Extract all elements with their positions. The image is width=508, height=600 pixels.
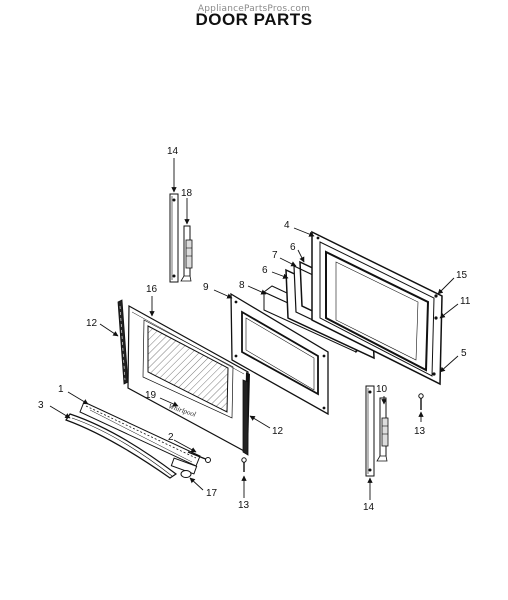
callout-15: 15 — [456, 270, 468, 281]
hinge-receiver-right — [365, 385, 375, 477]
callout-12-left: 12 — [86, 318, 98, 329]
page-title: DOOR PARTS — [195, 10, 313, 29]
callout-labels: 14 18 16 12 1 3 19 2 17 12 13 9 8 6 7 6 … — [38, 146, 471, 513]
handle-base-part-1 — [79, 401, 201, 467]
inner-door-liner-4 — [311, 230, 443, 386]
watermark-text: AppliancePartsPros.com — [197, 4, 311, 14]
callout-5: 5 — [461, 348, 467, 359]
handle-part-3 — [65, 413, 178, 479]
callout-8: 8 — [239, 280, 245, 291]
callout-2: 2 — [168, 432, 174, 443]
screw-13-left — [241, 457, 247, 472]
callout-10: 10 — [376, 384, 388, 395]
callout-14-bottom: 14 — [363, 502, 375, 513]
screw-13-right — [418, 393, 424, 410]
callout-16: 16 — [146, 284, 158, 295]
callout-13-left: 13 — [238, 500, 250, 511]
callout-7: 7 — [272, 250, 278, 261]
hinge-right-part-10 — [376, 397, 389, 462]
handle-end-cap-part-17 — [170, 457, 198, 478]
callout-11: 11 — [460, 296, 471, 307]
hinge-left-part-18 — [180, 225, 193, 282]
callout-4: 4 — [284, 220, 290, 231]
door-handle-assembly — [65, 401, 211, 479]
left-hinge-assembly — [169, 193, 193, 283]
door-trim-right-12 — [242, 379, 249, 456]
right-hinge-assembly — [365, 385, 389, 477]
screw-part-2 — [187, 451, 211, 463]
callout-17: 17 — [206, 488, 218, 499]
callout-6-rear: 6 — [290, 242, 296, 253]
inner-door-frame-9 — [230, 292, 329, 416]
callout-18: 18 — [181, 188, 193, 199]
leader-lines — [49, 158, 459, 500]
hinge-receiver-left — [169, 193, 179, 283]
callout-3: 3 — [38, 400, 44, 411]
callout-12-right: 12 — [272, 426, 284, 437]
callout-14-top: 14 — [167, 146, 179, 157]
door-trim-left-12 — [117, 299, 129, 385]
callout-6-front: 6 — [262, 265, 268, 276]
callout-19: 19 — [145, 390, 157, 401]
callout-9: 9 — [203, 282, 209, 293]
callout-13-right: 13 — [414, 426, 426, 437]
callout-1: 1 — [58, 384, 64, 395]
